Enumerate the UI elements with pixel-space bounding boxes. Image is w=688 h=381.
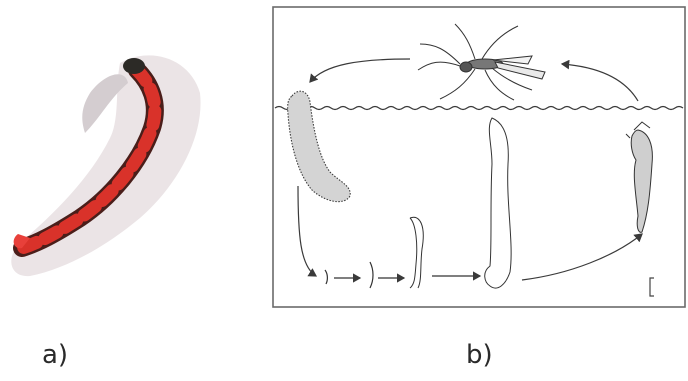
diagram-frame — [273, 7, 685, 307]
life-cycle-diagram — [270, 4, 688, 310]
panel-label-a: a) — [42, 340, 68, 370]
panel-label-b: b) — [466, 340, 493, 370]
larva-head — [123, 58, 145, 74]
larva-photo — [0, 38, 205, 278]
